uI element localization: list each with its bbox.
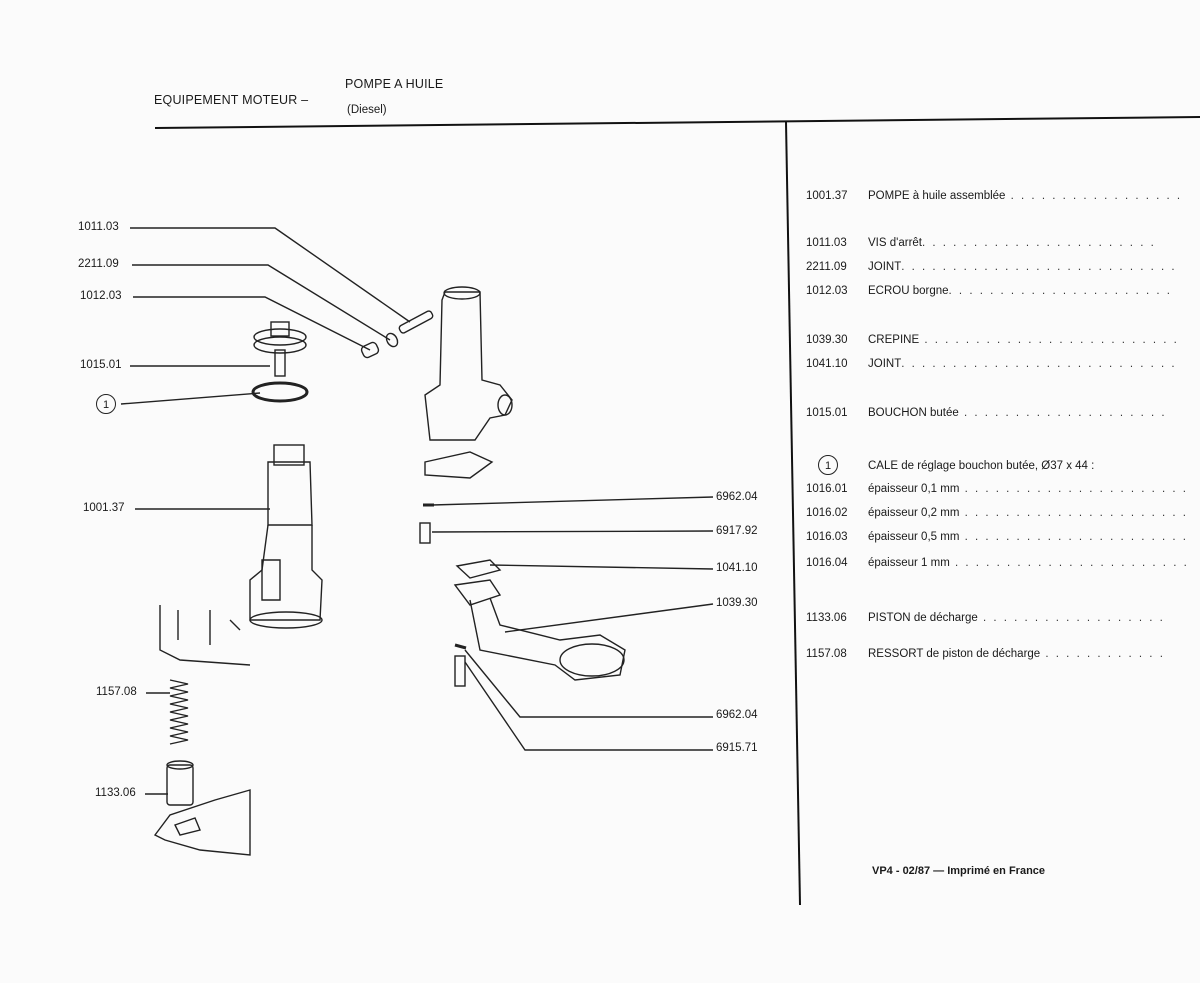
ref-label: 1012.03 <box>80 290 122 302</box>
ref-label: 1041.10 <box>716 562 758 574</box>
ref-label: 1015.01 <box>80 359 122 371</box>
ref-label: 6962.04 <box>716 709 758 721</box>
ref-label: 6915.71 <box>716 742 758 754</box>
ref-label: 1011.03 <box>78 221 119 233</box>
cale-marker: 1 <box>96 394 116 414</box>
section-label: EQUIPEMENT MOTEUR – <box>154 93 309 107</box>
ref-label: 6917.92 <box>716 525 758 537</box>
ref-label: 1133.06 <box>95 787 136 799</box>
cale-marker: 1 <box>818 455 838 475</box>
page-title: POMPE A HUILE <box>345 77 444 91</box>
ref-label: 1039.30 <box>716 597 758 609</box>
ref-label: 1157.08 <box>96 686 137 698</box>
ref-label: 6962.04 <box>716 491 758 503</box>
print-footer: VP4 - 02/87 — Imprimé en France <box>872 865 1046 877</box>
page-subtitle: (Diesel) <box>347 104 387 116</box>
part-drawings <box>120 227 714 856</box>
ref-label: 2211.09 <box>78 258 119 270</box>
ref-label: 1001.37 <box>83 502 125 514</box>
